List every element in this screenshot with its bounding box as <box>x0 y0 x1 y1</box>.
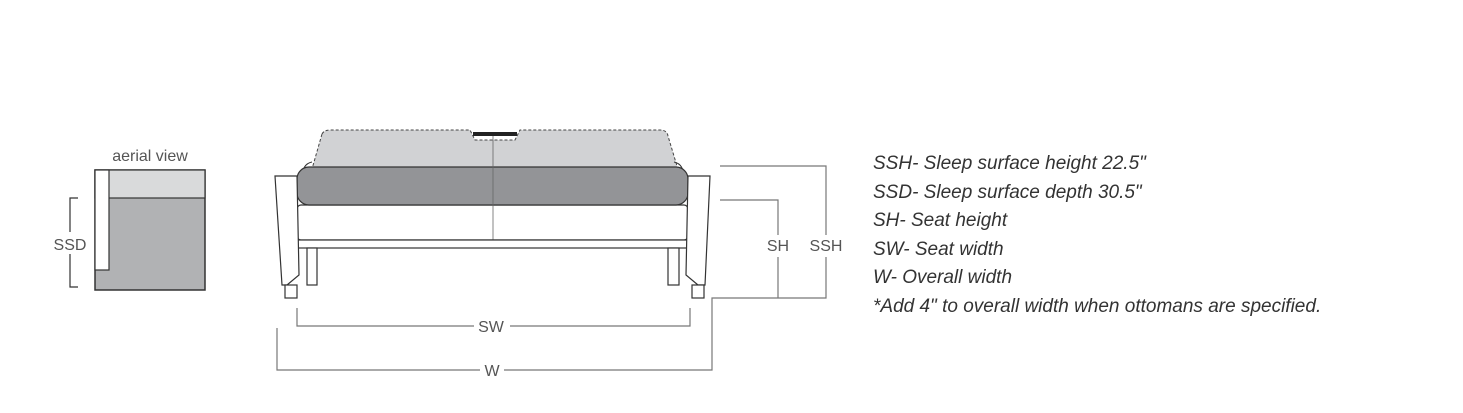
aerial-view-label: aerial view <box>112 148 188 165</box>
leg-left <box>284 284 298 299</box>
backrest-handle <box>473 132 517 136</box>
arm-right <box>685 175 711 286</box>
backrest <box>309 129 681 177</box>
inner-leg-left <box>306 247 318 286</box>
dimension-legend: SSH- Sleep surface height 22.5" SSD- Sle… <box>873 150 1321 322</box>
legend-sw: SW- Seat width <box>873 238 1004 260</box>
legend-ssd: SSD- Sleep surface depth 30.5" <box>873 181 1142 203</box>
aerial-arm <box>94 169 110 271</box>
sofa-front-view <box>274 129 711 299</box>
aerial-back-cushion <box>94 169 206 199</box>
inner-leg-right <box>667 247 680 286</box>
legend-w: W- Overall width <box>873 267 1013 289</box>
arm-left <box>274 175 300 286</box>
legend-ssh: SSH- Sleep surface height 22.5" <box>873 153 1146 174</box>
leg-right <box>691 284 705 299</box>
seat-base <box>296 204 689 241</box>
base-rail <box>294 239 691 249</box>
sw-label: SW <box>478 319 505 336</box>
w-label: W <box>484 363 500 380</box>
legend-ottoman-note: *Add 4" to overall width when ottomans a… <box>873 295 1322 317</box>
sh-label: SH <box>767 238 789 255</box>
aerial-view: aerial view SSD <box>54 148 206 291</box>
ssh-label: SSH <box>810 238 843 255</box>
seat-cushion <box>296 166 689 206</box>
legend-sh: SH- Seat height <box>873 210 1008 232</box>
ssd-label: SSD <box>54 237 87 254</box>
